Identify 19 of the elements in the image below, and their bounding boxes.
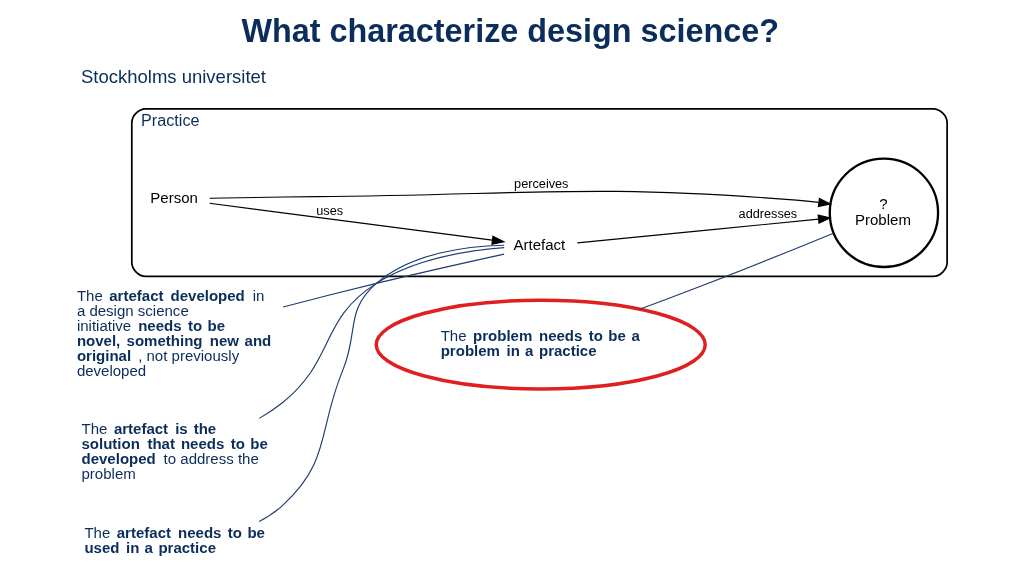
node-circle: ? Problem (828, 157, 940, 269)
edge-label: perceives (514, 176, 569, 192)
node-text: Artefact (513, 236, 566, 254)
arrow (208, 202, 506, 245)
node-text: The artefact needs to be used in a practice (84, 524, 265, 557)
connector (638, 232, 835, 310)
edge-label: uses (316, 202, 344, 218)
edge-label: addresses (738, 206, 798, 222)
connector (282, 253, 505, 308)
label: Stockholms universitet (80, 66, 266, 88)
arrow (576, 214, 832, 244)
connector (258, 244, 505, 522)
diagram-title: What characterize design science? (241, 13, 780, 50)
node-text: The artefact developed in a design science initiative needs to be novel, something new and original, not previously developed (76, 287, 272, 380)
node-text: The artefact is the solution that needs to be developed to address the problem (81, 420, 268, 483)
node-text: Person (150, 188, 198, 206)
node-ellipse: The problem needs to be a problem in a practice (374, 298, 707, 391)
arrow (209, 190, 833, 208)
connector (258, 247, 505, 419)
